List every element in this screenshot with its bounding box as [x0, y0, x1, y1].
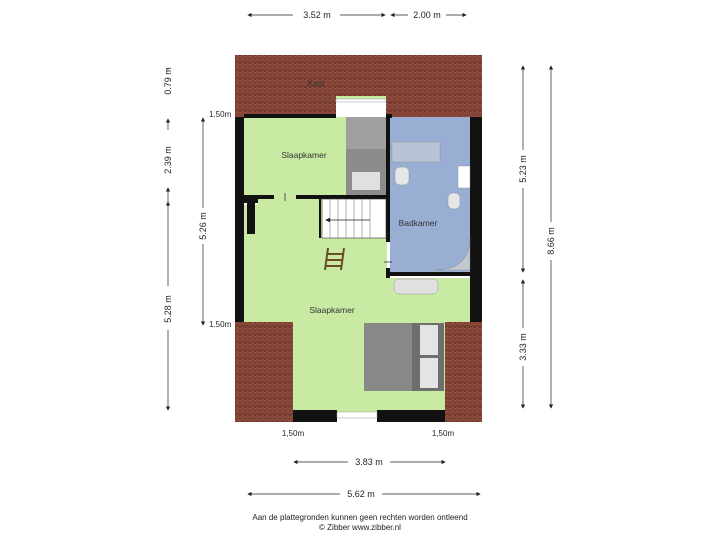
- window-bottom: [336, 411, 378, 419]
- dim-left-inner: 5.26 m: [198, 212, 208, 240]
- label-badkamer: Badkamer: [399, 218, 438, 228]
- dim-top-right: 2.00 m: [413, 10, 441, 20]
- window-top: [335, 98, 387, 103]
- dim-left-bottom: 5.28 m: [163, 295, 173, 323]
- dim-bottom-total: 5.62 m: [347, 489, 375, 499]
- roof-kast: [336, 55, 386, 100]
- bedroom-main-side: [244, 205, 258, 322]
- dim-bottom-inner: 3.83 m: [355, 457, 383, 467]
- roof-bottom-left: [235, 322, 293, 422]
- dim-right-lower: 3.33 m: [518, 333, 528, 361]
- door-marks: [284, 193, 392, 263]
- bed-top: [346, 117, 386, 195]
- roof-bottom-right: [445, 322, 482, 422]
- footer-disclaimer: Aan de plattegronden kunnen geen rechten…: [252, 513, 468, 522]
- label-kast: Kast: [307, 78, 325, 88]
- bathtub: [393, 278, 439, 295]
- dim-height-bottom-left: 1,50m: [282, 429, 305, 438]
- dim-left-mid: 2.39 m: [163, 146, 173, 174]
- dim-height-lower: 1.50m: [209, 320, 232, 329]
- ladder: [324, 247, 345, 271]
- dim-right-upper: 5.23 m: [518, 155, 528, 183]
- walls: [235, 114, 482, 422]
- dimension-lines: [165, 12, 554, 497]
- bed-main: [364, 323, 444, 391]
- dim-top-left: 3.52 m: [303, 10, 331, 20]
- footer-copyright: © Zibber www.zibber.nl: [319, 523, 401, 532]
- dim-height-bottom-right: 1,50m: [432, 429, 455, 438]
- dim-left-top: 0.79 m: [163, 67, 173, 95]
- roof-top-left: [235, 55, 336, 117]
- stairs: [321, 198, 387, 239]
- dim-height-upper: 1.50m: [209, 110, 232, 119]
- bathroom-fixtures: [391, 141, 471, 271]
- label-slaapkamer-main: Slaapkamer: [309, 305, 355, 315]
- dim-right-total: 8.66 m: [546, 227, 556, 255]
- roof-top-right: [386, 55, 482, 117]
- label-slaapkamer-top: Slaapkamer: [281, 150, 327, 160]
